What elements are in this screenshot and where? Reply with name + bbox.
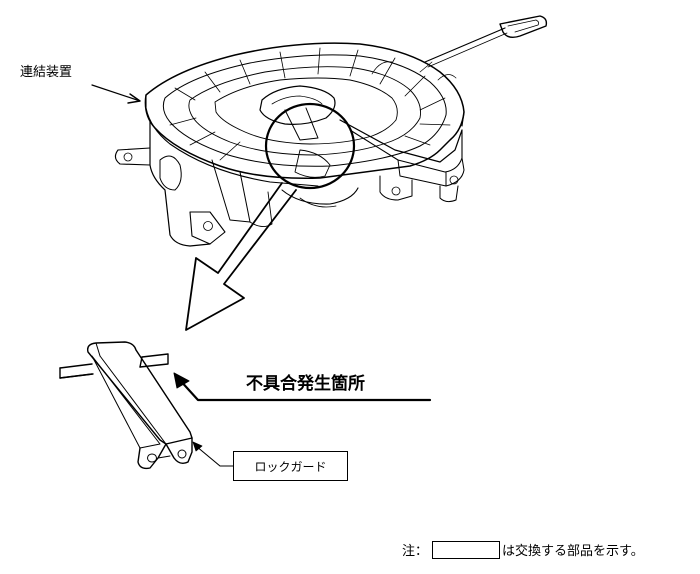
defect-leader [173,372,432,402]
coupler-assembly [114,15,548,247]
lock-guard-leader [192,441,234,467]
top-plate-outline [144,42,465,179]
note-suffix: は交換する部品を示す。 [502,544,644,559]
defect-location-label: 不具合発生箇所 [246,374,365,394]
lock-guard-label-box: ロックガード [233,451,348,481]
replacement-part-legend-box [432,540,501,559]
detail-callout-circle [264,102,356,190]
legend-note: 注： は交換する部品を示す。 [402,540,644,559]
release-handle-rod [424,27,506,63]
note-prefix: 注： [402,544,429,559]
coupler-label: 連結装置 [20,65,73,80]
release-handle-grip [499,15,548,39]
detail-pointer-arrow [185,182,297,331]
lock-guard-part [59,341,193,470]
lock-guard-label: ロックガード [254,459,327,474]
coupler-leader [91,84,141,104]
